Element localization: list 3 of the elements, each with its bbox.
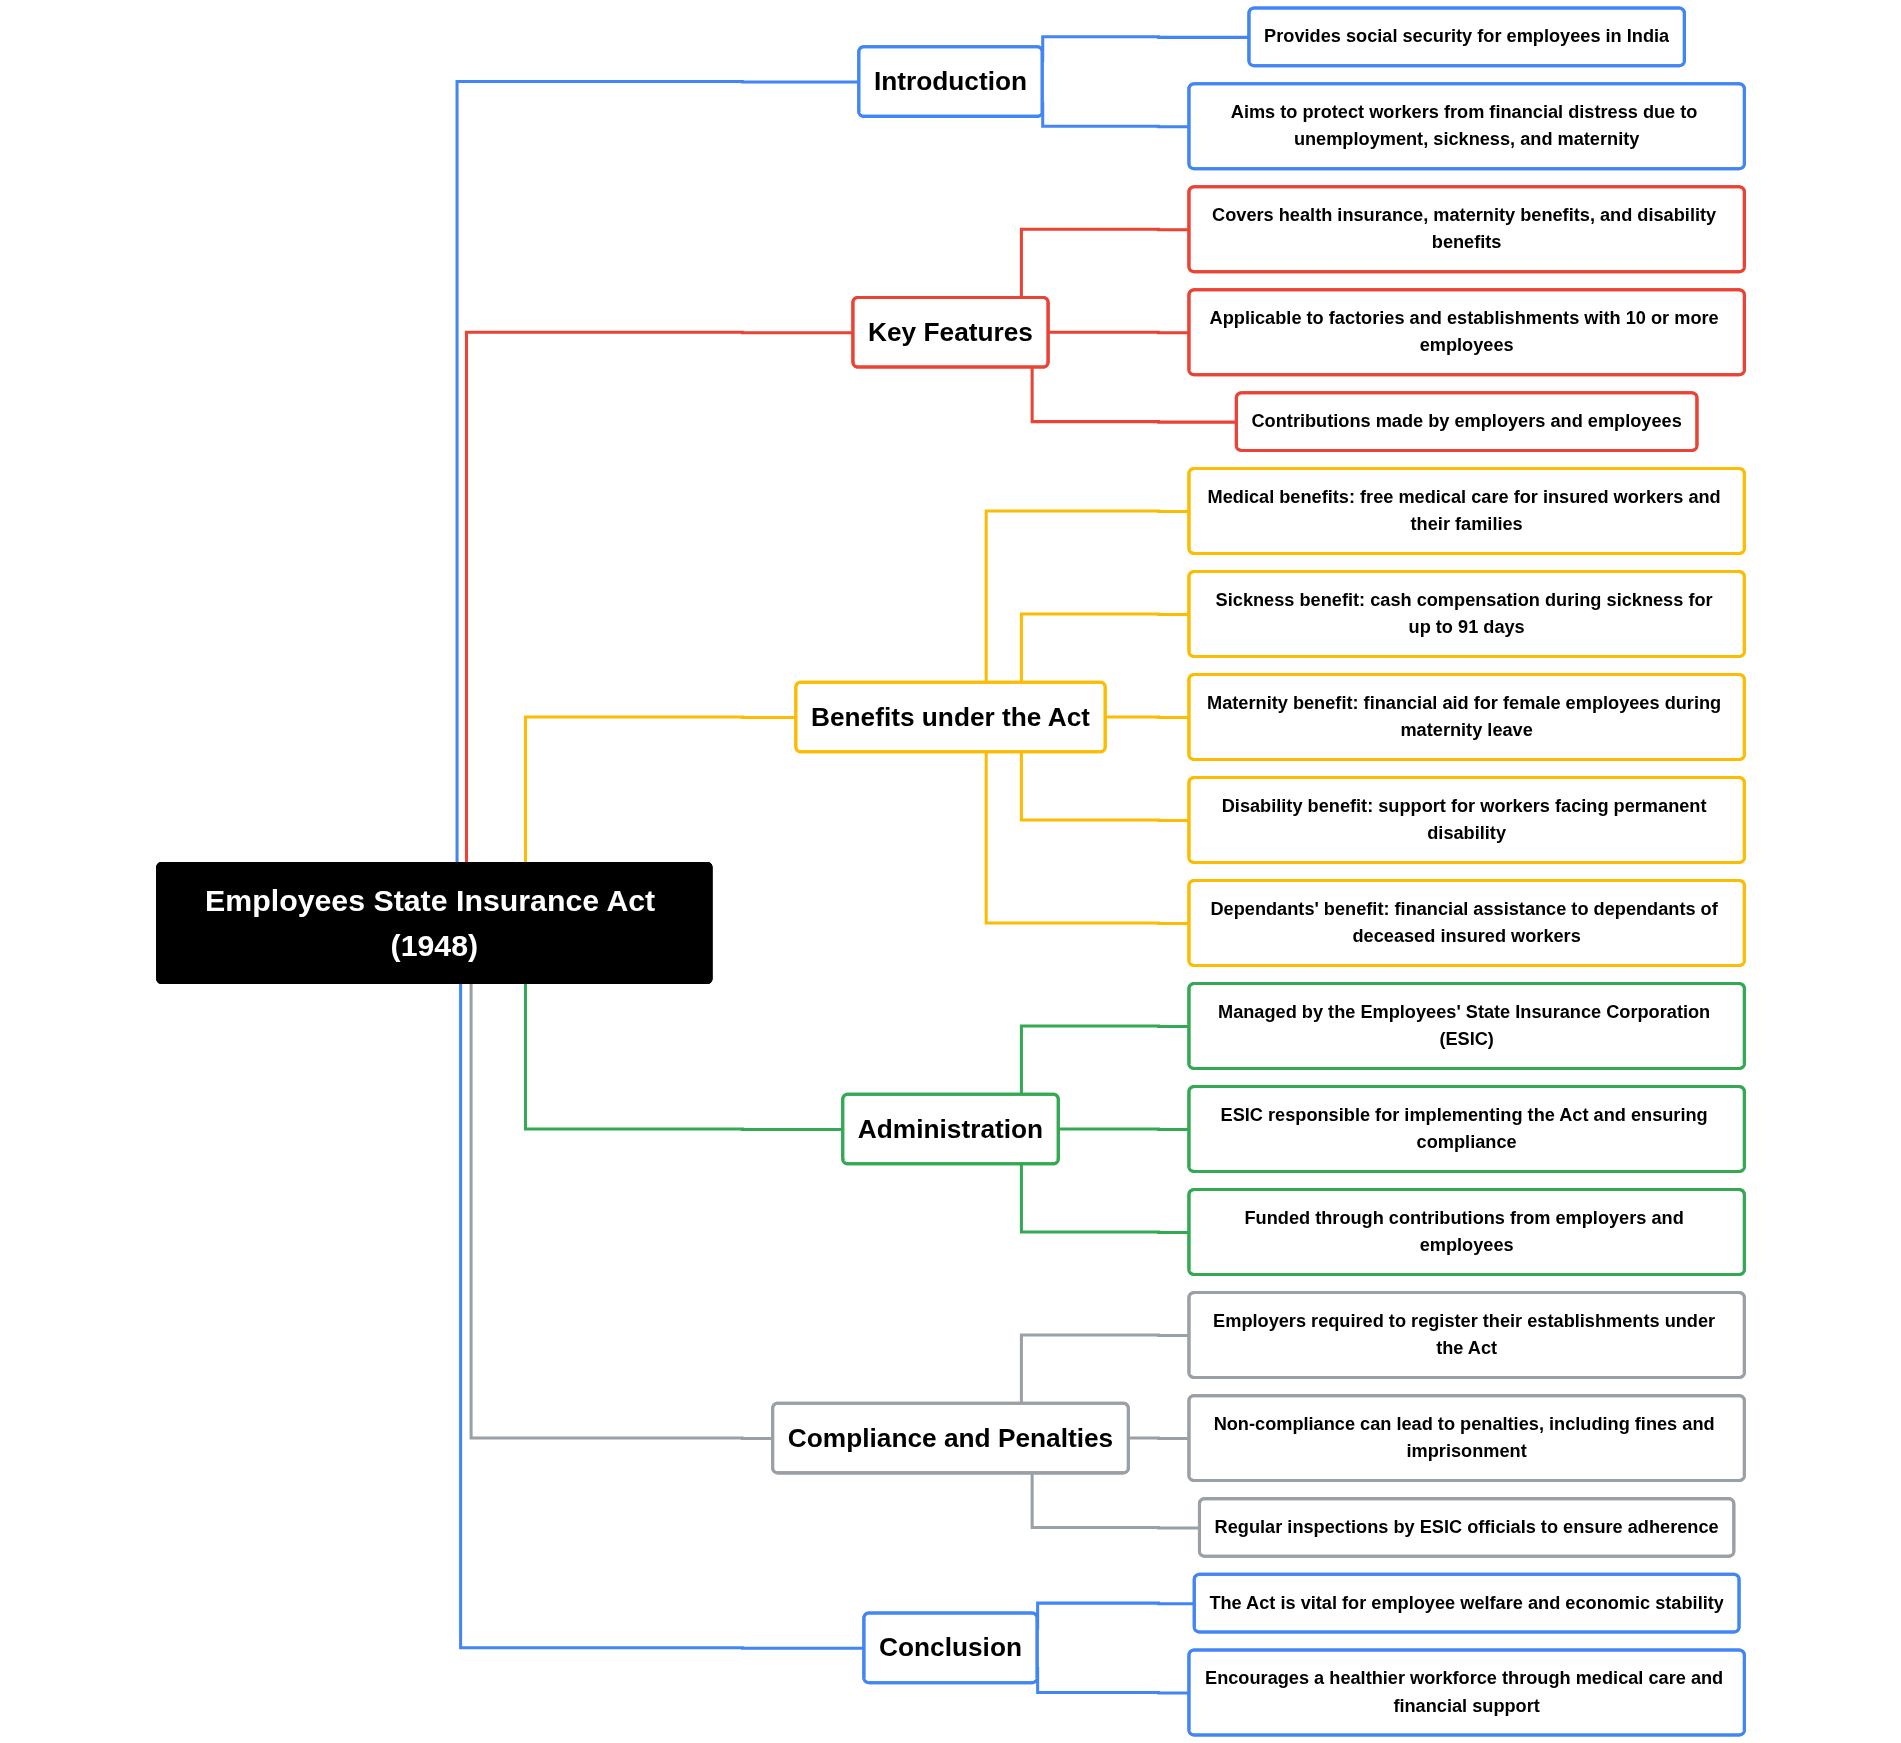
connector [1047, 330, 1190, 335]
connector [1127, 1436, 1190, 1441]
connector [1104, 715, 1190, 719]
